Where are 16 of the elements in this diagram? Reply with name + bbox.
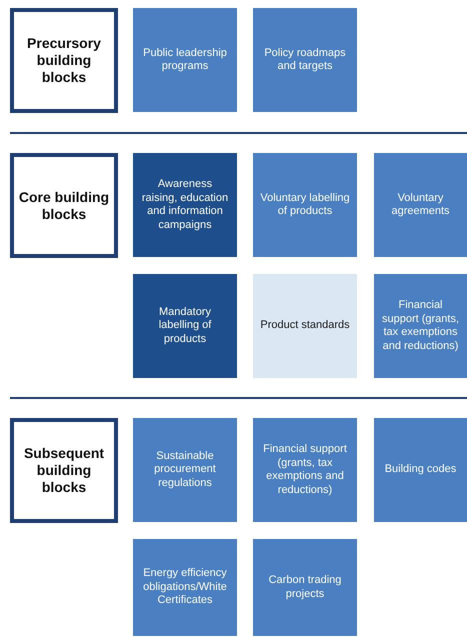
measure-box: Building codes	[374, 418, 467, 522]
measure-box: Voluntary labelling of products	[253, 153, 357, 257]
measure-box: Public leadership programs	[133, 8, 237, 112]
measure-box: Financial support (grants, tax exemptions and reductions)	[253, 418, 357, 522]
measure-box: Product standards	[253, 274, 357, 378]
category-header-box: Core building blocks	[10, 153, 118, 258]
measure-box: Voluntary agreements	[374, 153, 467, 257]
measure-box: Financial support (grants, tax exemptions and reductions)	[374, 274, 467, 378]
measure-box: Carbon trading projects	[253, 539, 357, 636]
category-header-box: Subsequent building blocks	[10, 418, 118, 523]
category-header-box: Precursory building blocks	[10, 8, 118, 113]
measure-box: Policy roadmaps and targets	[253, 8, 357, 112]
measure-box: Energy efficiency obligations/White Certificates	[133, 539, 237, 636]
measure-box: Awareness raising, education and information campaigns	[133, 153, 237, 257]
measure-box: Mandatory labelling of products	[133, 274, 237, 378]
measure-box: Sustainable procurement regulations	[133, 418, 237, 522]
